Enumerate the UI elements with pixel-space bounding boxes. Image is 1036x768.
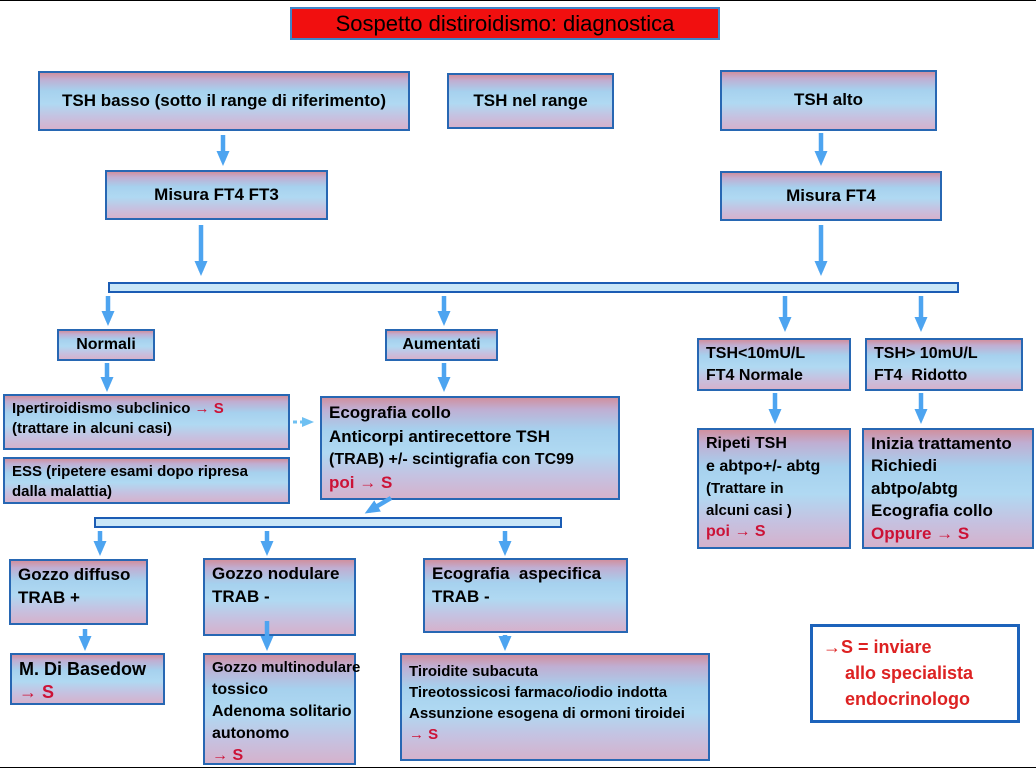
node-ripeti-line1: Ripeti TSH xyxy=(706,435,787,452)
node-ripeti-tsh: Ripeti TSH e abtpo+/- abtg (Trattare in … xyxy=(697,428,851,549)
node-tsh-gt10: TSH> 10mU/L FT4 Ridotto xyxy=(865,338,1023,391)
node-misura-ft4-label: Misura FT4 xyxy=(786,185,876,205)
node-misura-ft4-ft3: Misura FT4 FT3 xyxy=(105,170,328,220)
node-tiroidite-line3: Assunzione esogena di ormoni tiroidei xyxy=(409,705,685,722)
node-ripeti-s-flag: poi → S xyxy=(706,523,766,541)
node-normali-label: Normali xyxy=(76,336,136,354)
node-eco-aspecifica-line2: TRAB - xyxy=(432,586,490,606)
node-ipertiroidismo-line1: Ipertiroidismo subclinico → S xyxy=(12,399,281,419)
node-aumentati-label: Aumentati xyxy=(402,336,481,354)
legend-line3: endocrinologo xyxy=(845,689,970,710)
legend-line2: allo specialista xyxy=(845,663,974,684)
node-tsh-lt10-line2: FT4 Normale xyxy=(706,366,803,384)
node-tiroidite-line1: Tiroidite subacuta xyxy=(409,663,538,680)
node-ripeti-line4: alcuni casi ) xyxy=(706,501,792,519)
node-ecografia-line3: (TRAB) +/- scintigrafia con TC99 xyxy=(329,450,574,468)
node-gozzo-nodulare-line1: Gozzo nodulare xyxy=(212,564,340,583)
node-gozzo-diffuso-line1: Gozzo diffuso xyxy=(18,565,131,584)
node-inizia-s-flag: Oppure → S xyxy=(871,523,970,543)
node-tsh-alto-label: TSH alto xyxy=(794,90,863,110)
node-ess-line2: dalla malattia) xyxy=(12,483,113,501)
legend-line1: →S = inviare xyxy=(823,637,932,657)
node-gozzo-multi-line4: autonomo xyxy=(212,724,290,742)
node-ripeti-line2: e abtpo+/- abtg xyxy=(706,457,821,475)
node-ecografia-s-flag: poi → S xyxy=(329,472,393,492)
node-ipertiroidismo-line2: (trattare in alcuni casi) xyxy=(12,420,173,438)
node-inizia-trattamento: Inizia trattamento Richiedi abtpo/abtg E… xyxy=(862,428,1034,549)
connector-bar-top xyxy=(108,282,959,293)
node-tsh-nel-range-label: TSH nel range xyxy=(473,90,588,110)
node-misura-ft4: Misura FT4 xyxy=(720,171,942,221)
node-gozzo-multi-line3: Adenoma solitario xyxy=(212,702,352,720)
node-gozzo-multi-line1: Gozzo multinodulare xyxy=(212,659,361,676)
node-gozzo-diffuso: Gozzo diffuso TRAB + xyxy=(9,559,148,625)
node-tsh-lt10: TSH<10mU/L FT4 Normale xyxy=(697,338,851,391)
node-aumentati: Aumentati xyxy=(385,329,498,361)
node-inizia-line3: abtpo/abtg xyxy=(871,478,958,498)
node-tsh-gt10-line2: FT4 Ridotto xyxy=(874,366,968,384)
node-gozzo-multi-s-flag: → S xyxy=(212,746,244,764)
node-eco-aspecifica-line1: Ecografia aspecifica xyxy=(432,564,602,583)
node-gozzo-nodulare-line2: TRAB - xyxy=(212,586,270,606)
node-tiroidite-line2: Tireotossicosi farmaco/iodio indotta xyxy=(409,684,668,701)
node-ipertiroidismo-subclinico: Ipertiroidismo subclinico → S (trattare … xyxy=(3,394,290,450)
node-basedow-line1: M. Di Basedow xyxy=(19,659,147,679)
node-normali: Normali xyxy=(57,329,155,361)
node-basedow-s-flag: → S xyxy=(19,681,55,702)
node-ipertiroidismo-s-flag: → S xyxy=(194,400,224,417)
node-tsh-basso-label: TSH basso (sotto il range di riferimento… xyxy=(62,90,386,110)
node-ripeti-line3: (Trattare in xyxy=(706,480,784,498)
node-tsh-lt10-line1: TSH<10mU/L xyxy=(706,345,806,362)
node-tsh-nel-range: TSH nel range xyxy=(447,73,614,129)
node-tsh-alto: TSH alto xyxy=(720,70,937,131)
node-gozzo-diffuso-line2: TRAB + xyxy=(18,587,80,607)
node-tsh-basso: TSH basso (sotto il range di riferimento… xyxy=(38,71,410,131)
node-ecografia-line2: Anticorpi antirecettore TSH xyxy=(329,426,551,446)
node-tsh-gt10-line1: TSH> 10mU/L xyxy=(874,345,978,362)
node-inizia-line2: Richiedi xyxy=(871,456,938,476)
node-tiroidite-subacuta: Tiroidite subacuta Tireotossicosi farmac… xyxy=(400,653,710,761)
node-inizia-line1: Inizia trattamento xyxy=(871,434,1012,453)
page-title-label: Sospetto distiroidismo: diagnostica xyxy=(335,10,675,36)
node-misura-ft4-ft3-label: Misura FT4 FT3 xyxy=(154,184,279,204)
page-title: Sospetto distiroidismo: diagnostica xyxy=(290,7,720,40)
node-gozzo-nodulare: Gozzo nodulare TRAB - xyxy=(203,558,356,636)
node-ess-line1: ESS (ripetere esami dopo ripresa xyxy=(12,463,248,480)
node-gozzo-multinodulare: Gozzo multinodulare tossico Adenoma soli… xyxy=(203,653,361,765)
node-basedow: M. Di Basedow → S xyxy=(10,653,165,705)
node-ecografia-aspecifica: Ecografia aspecifica TRAB - xyxy=(423,558,628,633)
node-ecografia-collo: Ecografia collo Anticorpi antirecettore … xyxy=(320,396,620,500)
node-ipertiroidismo-line1-text: Ipertiroidismo subclinico xyxy=(12,400,195,417)
node-inizia-line4: Ecografia collo xyxy=(871,501,993,521)
connector-bar-bottom xyxy=(94,517,562,528)
node-ecografia-line1: Ecografia collo xyxy=(329,403,451,422)
node-tiroidite-s-flag: → S xyxy=(409,726,439,743)
node-ess: ESS (ripetere esami dopo ripresa dalla m… xyxy=(3,457,290,504)
legend-box: →S = inviare allo specialista endocrinol… xyxy=(810,624,1020,723)
node-gozzo-multi-line2: tossico xyxy=(212,680,269,698)
